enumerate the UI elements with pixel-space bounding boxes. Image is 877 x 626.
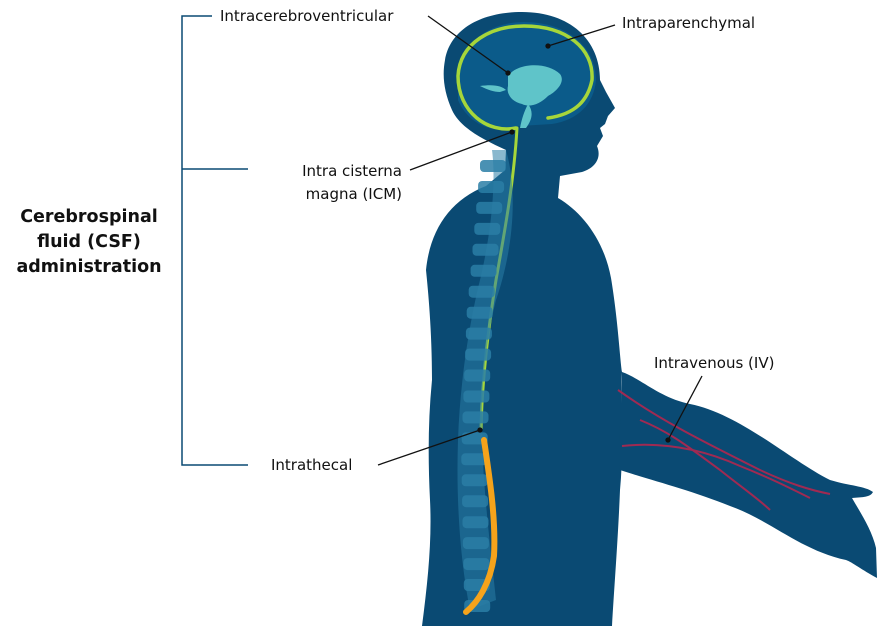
leader-intraparenchymal-dot (546, 44, 550, 48)
vertebra-segment (463, 411, 489, 423)
vertebra-segment (473, 244, 499, 256)
vertebra-segment (474, 223, 500, 235)
leader-intrathecal-dot (478, 428, 482, 432)
csf-bracket (182, 16, 248, 465)
vertebra-segment (480, 160, 506, 172)
vertebra-segment (476, 202, 502, 214)
label-intraparenchymal: Intraparenchymal (622, 14, 755, 32)
label-intrathecal: Intrathecal (271, 456, 352, 474)
vertebra-segment (465, 349, 491, 361)
vertebra-segment (462, 495, 488, 507)
vertebra-segment (463, 516, 489, 528)
vertebra-segment (463, 558, 489, 570)
vertebra-segment (463, 537, 489, 549)
label-intracerebroventricular: Intracerebroventricular (220, 7, 394, 25)
arm-silhouette (619, 372, 877, 578)
group-label-line-3: administration (16, 257, 161, 277)
label-intravenous: Intravenous (IV) (654, 354, 774, 372)
vertebra-segment (464, 370, 490, 382)
vertebra-segment (469, 286, 495, 298)
vertebra-segment (471, 265, 497, 277)
leader-iv-dot (666, 438, 670, 442)
leader-icm-dot (510, 130, 514, 134)
leader-icv-dot (506, 71, 510, 75)
vertebra-segment (462, 474, 488, 486)
label-icm-line-1: Intra cisterna (302, 162, 402, 180)
vertebra-segment (467, 307, 493, 319)
group-label-line-2: fluid (CSF) (37, 232, 141, 252)
csf-group-label: Cerebrospinal fluid (CSF) administration (16, 207, 161, 277)
vertebra-segment (463, 391, 489, 403)
vertebra-segment (478, 181, 504, 193)
label-icm-line-2: magna (ICM) (306, 185, 402, 203)
vertebra-segment (466, 328, 492, 340)
group-label-line-1: Cerebrospinal (20, 207, 158, 227)
bracket-line (182, 16, 248, 465)
